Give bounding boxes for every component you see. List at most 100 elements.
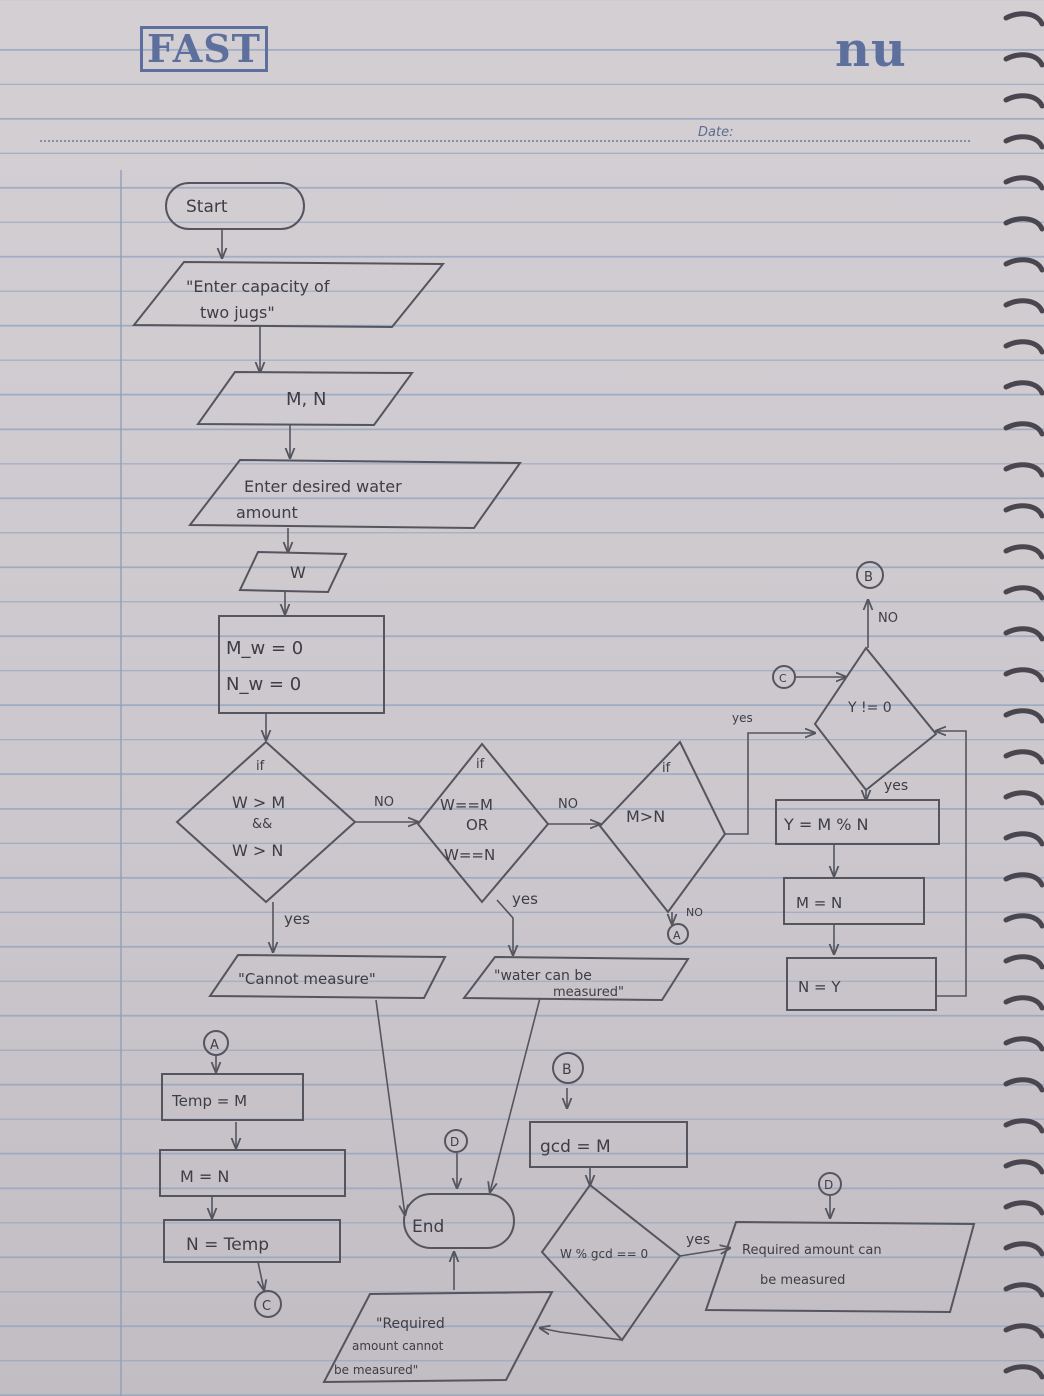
init-text-1: M_w = 0 <box>226 638 303 659</box>
spiral-ring <box>1003 1036 1044 1052</box>
spiral-ring <box>1003 544 1044 560</box>
connector-d-in-label: D <box>450 1135 459 1149</box>
spiral-ring <box>1003 995 1044 1011</box>
decision-y-nonzero: Y != 0 NO yes <box>813 611 938 794</box>
decision-2-no-label: NO <box>558 797 578 812</box>
process-temp-m-text: Temp = M <box>171 1092 247 1110</box>
connector-b-in-label: B <box>562 1062 572 1078</box>
decision-1-no-label: NO <box>374 795 394 810</box>
connector-a-out: A <box>667 923 689 945</box>
decision-3-text: M>N <box>626 807 665 826</box>
spiral-ring <box>1003 913 1044 929</box>
decision-1-text-3: W > N <box>232 841 283 860</box>
spiral-ring <box>1003 831 1044 847</box>
connector-b-out-label: B <box>864 570 873 585</box>
connector-a-out-label: A <box>673 929 681 942</box>
decision-y-yes-label: yes <box>884 778 908 794</box>
margin-line <box>120 170 122 1396</box>
output-required-cannot-text-1: "Required <box>376 1316 445 1332</box>
decision-2-text-2: OR <box>466 816 488 834</box>
process-temp-m: Temp = M <box>161 1073 304 1121</box>
decision-w-equals: if W==M OR W==N NO yes <box>416 742 578 908</box>
spiral-ring <box>1003 175 1044 191</box>
header-dotted-rule <box>40 140 970 142</box>
prompt-water-text-2: amount <box>236 503 298 522</box>
process-n-temp-text: N = Temp <box>186 1235 269 1255</box>
spiral-ring <box>1003 954 1044 970</box>
prompt-water-text-1: Enter desired water <box>244 477 402 496</box>
brand-logo-right: nu <box>835 22 907 78</box>
output-required-can: Required amount can be measured <box>704 1220 976 1314</box>
spiral-ring <box>1003 93 1044 109</box>
spiral-ring <box>1003 1118 1044 1134</box>
process-n-assign-text: N = Y <box>798 978 841 996</box>
process-y-assign: Y = M % N <box>775 799 940 845</box>
decision-w-exceeds: if W > M && W > N NO yes <box>175 740 394 928</box>
decision-3-if: if <box>662 761 671 776</box>
output-required-cannot-text-3: be measured" <box>334 1363 418 1377</box>
decision-2-text-3: W==N <box>444 846 495 864</box>
spiral-ring <box>1003 257 1044 273</box>
spiral-binding <box>1003 11 1044 1380</box>
connectors <box>212 230 967 1341</box>
output-cannot-measure: "Cannot measure" <box>208 953 447 1000</box>
spiral-ring <box>1003 421 1044 437</box>
connector-d-out: D <box>818 1172 842 1196</box>
prompt-capacity-text-2: two jugs" <box>200 303 275 322</box>
spiral-ring <box>1003 380 1044 396</box>
input-w-io: W <box>238 550 348 594</box>
spiral-ring <box>1003 749 1044 765</box>
init-text-2: N_w = 0 <box>226 674 301 695</box>
prompt-capacity-io: "Enter capacity of two jugs" <box>131 260 446 329</box>
spiral-ring <box>1003 134 1044 150</box>
connector-a-in-label: A <box>210 1038 219 1053</box>
decision-1-text-1: W > M <box>232 793 285 812</box>
decision-gcd-yes-label: yes <box>686 1232 710 1248</box>
output-required-can-text-2: be measured <box>760 1273 845 1288</box>
process-m-n: M = N <box>159 1149 346 1197</box>
process-n-assign: N = Y <box>786 957 937 1011</box>
spiral-ring <box>1003 667 1044 683</box>
spiral-ring <box>1003 1282 1044 1298</box>
process-y-assign-text: Y = M % N <box>783 815 869 834</box>
spiral-ring <box>1003 790 1044 806</box>
connector-d-in: D <box>444 1129 468 1153</box>
start-label: Start <box>186 197 228 217</box>
end-terminal: End <box>403 1193 515 1249</box>
decision-1-if: if <box>256 759 265 774</box>
process-n-temp: N = Temp <box>163 1219 341 1263</box>
process-m-n-text: M = N <box>180 1167 229 1186</box>
start-terminal: Start <box>165 182 305 230</box>
decision-m-greater: if M>N NO yes <box>598 711 753 919</box>
output-water-measured: "water can be measured" <box>462 955 690 1002</box>
connector-a-in: A <box>203 1030 229 1056</box>
connector-c-in: C <box>772 665 796 689</box>
prompt-water-io: Enter desired water amount <box>187 458 522 530</box>
process-m-assign: M = N <box>783 877 925 925</box>
output-water-measured-text-2: measured" <box>553 985 624 1000</box>
spiral-ring <box>1003 1323 1044 1339</box>
connector-c-in-label: C <box>779 672 787 685</box>
brand-logo-left: FAST <box>140 26 268 72</box>
output-required-cannot-text-2: amount cannot <box>352 1339 444 1353</box>
decision-y-text: Y != 0 <box>847 700 892 716</box>
output-water-measured-text-1: "water can be <box>494 968 592 984</box>
prompt-capacity-text-1: "Enter capacity of <box>186 277 330 296</box>
spiral-ring <box>1003 339 1044 355</box>
decision-2-if: if <box>476 757 485 772</box>
input-mn-io: M, N <box>196 370 414 427</box>
connector-b-out: B <box>856 561 884 589</box>
decision-gcd: W % gcd == 0 yes <box>540 1183 710 1342</box>
spiral-ring <box>1003 1200 1044 1216</box>
decision-gcd-text: W % gcd == 0 <box>560 1247 648 1261</box>
process-m-assign-text: M = N <box>796 894 842 912</box>
connector-d-out-label: D <box>824 1178 833 1192</box>
decision-y-no-label: NO <box>878 611 898 626</box>
decision-1-yes-label: yes <box>284 910 310 928</box>
spiral-ring <box>1003 1364 1044 1380</box>
spiral-ring <box>1003 503 1044 519</box>
spiral-ring <box>1003 52 1044 68</box>
spiral-ring <box>1003 1159 1044 1175</box>
